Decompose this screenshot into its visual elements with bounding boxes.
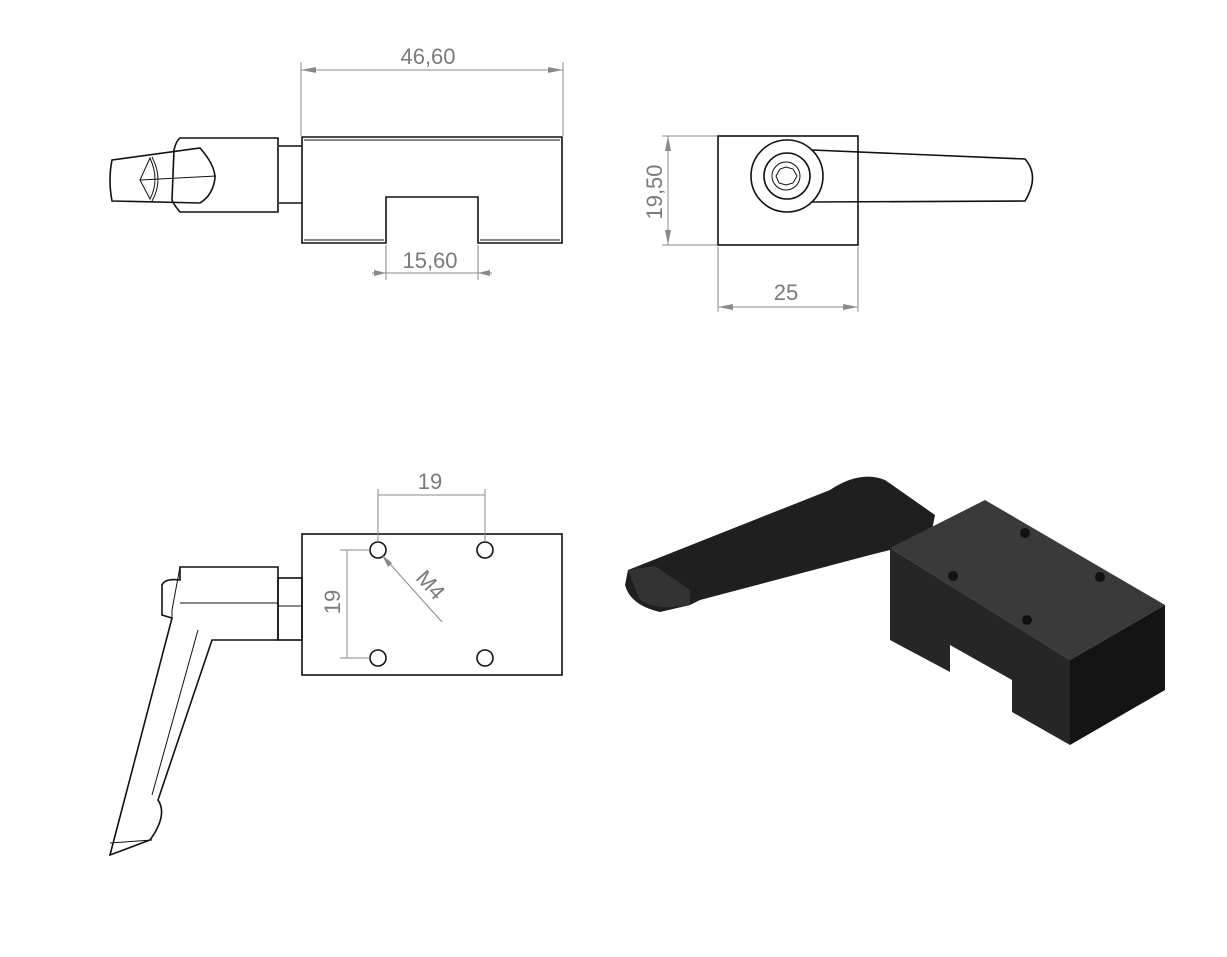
dim-thread: M4 <box>411 565 450 604</box>
dim-width: 25 <box>774 280 798 305</box>
dim-slot-width: 15,60 <box>402 248 457 273</box>
side-view: 19,50 25 <box>642 135 1034 312</box>
dim-hole-spacing-y: 19 <box>320 590 345 614</box>
bottom-view: 19 19 M4 <box>108 469 563 857</box>
dim-height: 19,50 <box>642 164 667 219</box>
dim-overall-length: 46,60 <box>400 44 455 69</box>
isometric-render <box>625 476 1165 745</box>
front-view: 46,60 15,60 <box>109 44 564 280</box>
dim-hole-spacing-x: 19 <box>418 469 442 494</box>
